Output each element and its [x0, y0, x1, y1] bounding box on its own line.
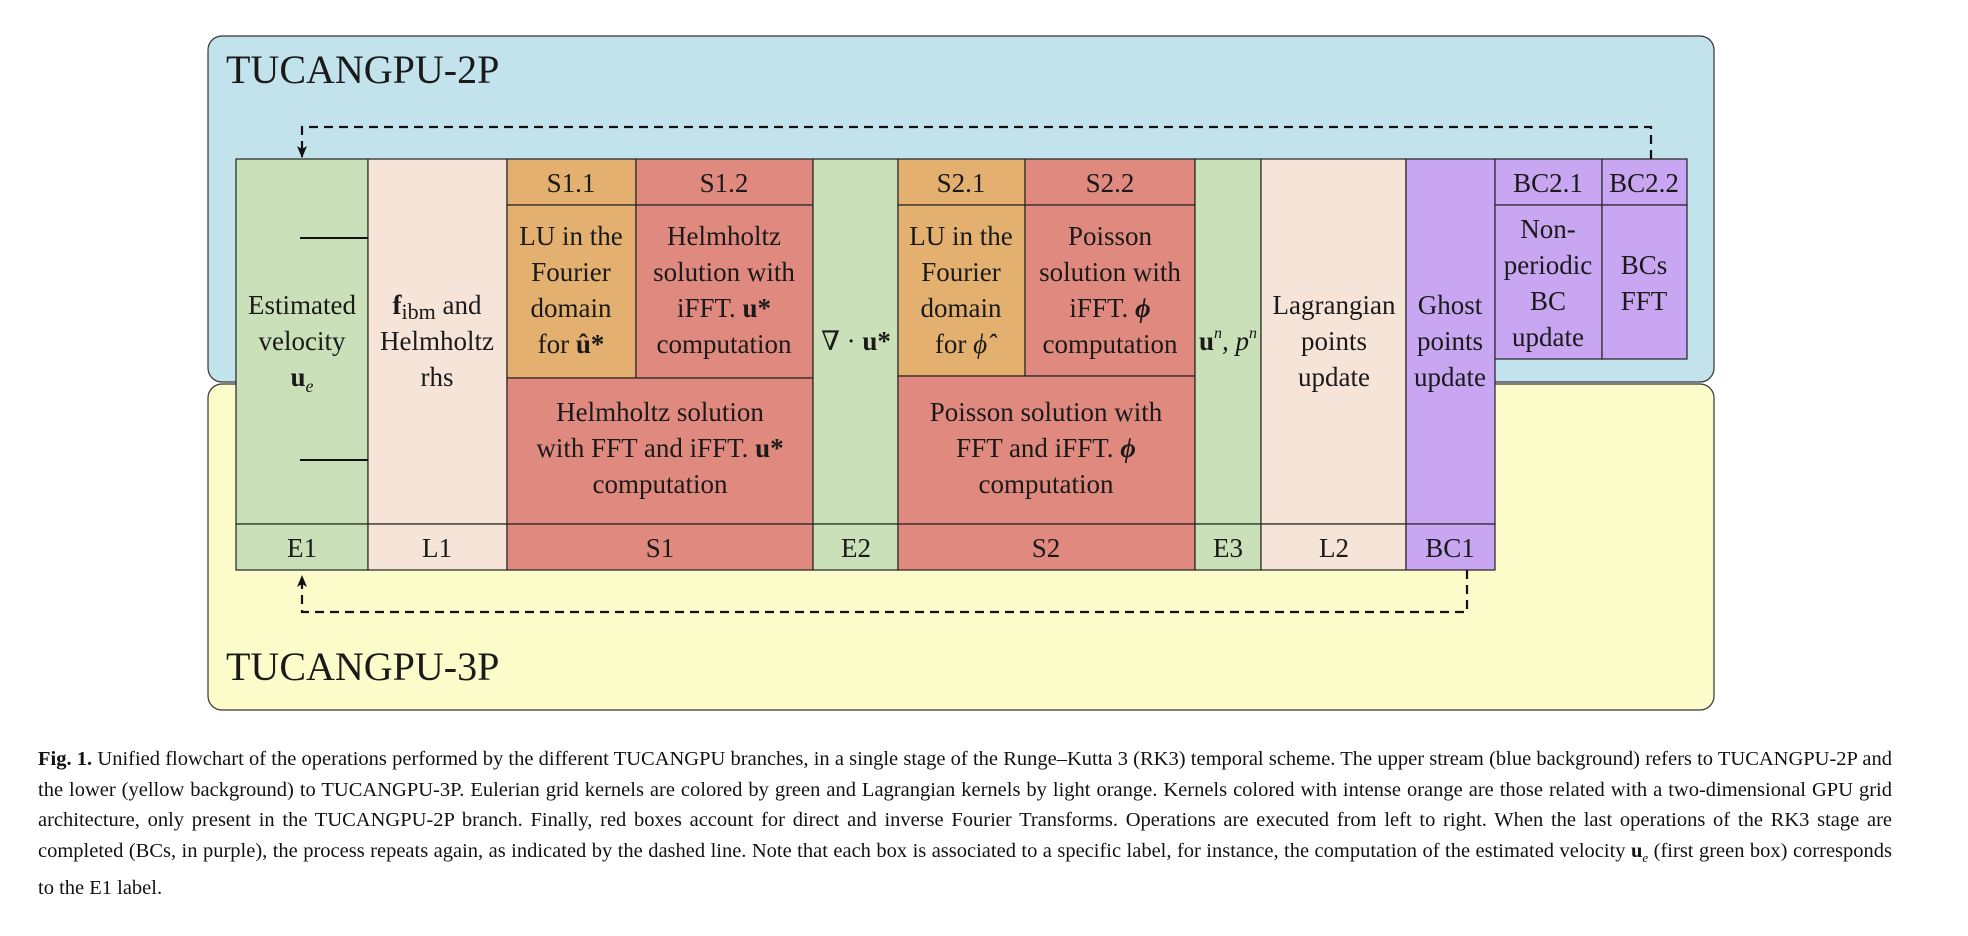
label-cell-l1	[367, 523, 508, 571]
label-e2: E2	[841, 533, 871, 563]
box-s22-line4: computation	[1043, 329, 1178, 359]
box-s21-header	[897, 158, 1026, 206]
box-e3	[1194, 158, 1262, 525]
box-bc22-line1: BCs	[1621, 250, 1668, 280]
top-panel-title: TUCANGPU-2P	[226, 47, 499, 92]
box-l1	[367, 158, 508, 525]
box-e1-line3: ue	[290, 362, 313, 396]
label-cell-e3	[1194, 523, 1262, 571]
box-bc1-line1: Ghost	[1418, 290, 1483, 320]
box-s11-line2: Fourier	[531, 257, 610, 287]
label-e3: E3	[1213, 533, 1243, 563]
figure-caption: Fig. 1. Unified flowchart of the operati…	[38, 744, 1892, 904]
box-s21	[897, 204, 1026, 377]
box-bc21-line2: periodic	[1504, 250, 1592, 280]
box-bc22	[1601, 204, 1688, 360]
box-s22-header	[1024, 158, 1196, 206]
box-s22	[1024, 204, 1196, 377]
label-s1: S1	[646, 533, 675, 563]
label-e1: E1	[287, 533, 317, 563]
box-s11	[506, 204, 637, 379]
box-l2-line2: points	[1301, 326, 1367, 356]
caption-u-subscript: e	[1642, 849, 1649, 865]
box-bc21-line3: BC	[1530, 286, 1566, 316]
box-s1-lower-line3: computation	[593, 469, 728, 499]
box-s12-line4: computation	[657, 329, 792, 359]
box-bc21	[1494, 204, 1603, 360]
box-s21-line2: Fourier	[921, 257, 1000, 287]
box-s11-header-text: S1.1	[547, 168, 596, 198]
caption-fig-label: Fig. 1.	[38, 748, 93, 770]
box-s22-line1: Poisson	[1068, 221, 1153, 251]
box-e3-text: un, pn	[1199, 325, 1257, 356]
label-cell-bc1	[1405, 523, 1496, 571]
label-cell-s1	[506, 523, 814, 571]
box-e2-text: ∇ · u*	[821, 326, 891, 356]
bottom-dashed-loop-arrow	[297, 570, 1469, 614]
box-s12-line1: Helmholtz	[667, 221, 781, 251]
box-bc1-line2: points	[1417, 326, 1483, 356]
box-s12	[635, 204, 814, 379]
box-bc21-line1: Non-	[1520, 214, 1576, 244]
box-s12-line3: iFFT. u*	[677, 293, 771, 323]
label-cell-l2	[1260, 523, 1407, 571]
label-cell-e1	[235, 523, 369, 571]
box-e1-line2: velocity	[259, 326, 346, 356]
box-s21-line1: LU in the	[909, 221, 1012, 251]
box-bc22-header-text: BC2.2	[1609, 168, 1679, 198]
box-s11-line1: LU in the	[519, 221, 622, 251]
label-l1: L1	[422, 533, 452, 563]
box-l1-line3: rhs	[421, 362, 454, 392]
box-l1-line1: fibm and	[393, 290, 482, 324]
box-s11-line4: for û*	[538, 329, 605, 359]
box-s22-header-text: S2.2	[1086, 168, 1135, 198]
box-s1-lower-line2: with FFT and iFFT. u*	[536, 433, 783, 463]
label-cell-s2	[897, 523, 1196, 571]
box-s22-line3: iFFT. ϕ	[1069, 293, 1150, 323]
label-bc1: BC1	[1425, 533, 1475, 563]
box-s12-line2: solution with	[653, 257, 795, 287]
box-s21-header-text: S2.1	[937, 168, 986, 198]
top-dashed-loop-arrow	[297, 125, 1653, 159]
box-s22-line2: solution with	[1039, 257, 1181, 287]
box-bc22-line2: FFT	[1621, 286, 1668, 316]
box-s1-lower-line1: Helmholtz solution	[556, 397, 764, 427]
label-cell-e2	[812, 523, 899, 571]
bottom-panel-title: TUCANGPU-3P	[226, 644, 499, 689]
box-s1-lower	[506, 377, 814, 525]
box-l1-line2: Helmholtz	[380, 326, 494, 356]
box-s2-lower	[897, 375, 1196, 525]
box-s12-header-text: S1.2	[700, 168, 749, 198]
caption-text-part2: (first green box) corresponds to the E1 …	[38, 839, 1892, 900]
box-s11-header	[506, 158, 637, 206]
box-bc21-header	[1494, 158, 1603, 206]
box-l2-line1: Lagrangian	[1273, 290, 1396, 320]
box-bc21-line4: update	[1512, 322, 1584, 352]
box-l2-line3: update	[1298, 362, 1370, 392]
box-s2-lower-line3: computation	[979, 469, 1114, 499]
box-s2-lower-line2: FFT and iFFT. ϕ	[956, 433, 1136, 463]
box-bc21-header-text: BC2.1	[1513, 168, 1583, 198]
box-s11-line3: domain	[531, 293, 612, 323]
box-s21-line3: domain	[921, 293, 1002, 323]
box-bc1	[1405, 158, 1496, 525]
box-l2	[1260, 158, 1407, 525]
box-s2-lower-line1: Poisson solution with	[930, 397, 1163, 427]
box-e2	[812, 158, 899, 525]
caption-u-symbol: u	[1631, 839, 1643, 862]
box-bc1-line3: update	[1414, 362, 1486, 392]
label-l2: L2	[1319, 533, 1349, 563]
box-e1-line1: Estimated	[248, 290, 356, 320]
caption-text-part1: Unified flowchart of the operations perf…	[38, 748, 1893, 862]
flowchart-figure: TUCANGPU-2P TUCANGPU-3P Estimated veloci…	[207, 35, 1715, 711]
label-s2: S2	[1032, 533, 1061, 563]
